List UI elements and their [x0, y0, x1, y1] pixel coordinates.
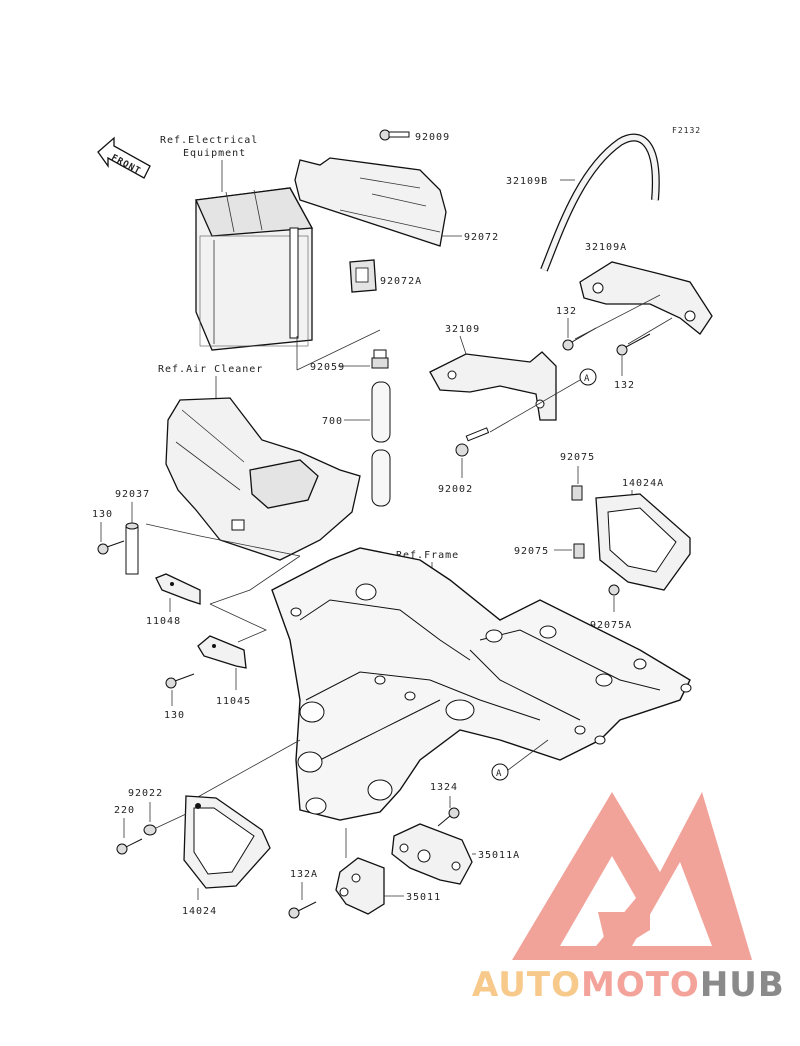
grommet-92075-mid: [573, 543, 585, 559]
watermark-hub: HUB: [700, 965, 785, 1005]
label-92072: 92072: [464, 232, 499, 243]
bolt-icon: [97, 540, 125, 555]
bracket-32109a: [579, 261, 713, 335]
ref-air-cleaner: Ref.Air Cleaner: [158, 364, 263, 375]
label-132-right: 132: [614, 380, 635, 391]
callout-a-top-label: A: [584, 374, 590, 384]
label-132a: 132A: [290, 869, 318, 880]
pad-92072a: [349, 259, 377, 293]
front-arrow-icon: [97, 136, 151, 179]
label-92002: 92002: [438, 484, 473, 495]
battery-bracket: [294, 157, 447, 247]
label-92072a: 92072A: [380, 276, 422, 287]
label-32109: 32109: [445, 324, 480, 335]
ref-electrical-line1: Ref.Electrical: [160, 135, 258, 146]
label-35011a: 35011A: [478, 850, 520, 861]
label-92075a: 92075A: [590, 620, 632, 631]
figure-code: F2132: [672, 126, 701, 135]
air-cleaner-box: [165, 397, 361, 561]
watermark-moto: MOTO: [581, 965, 700, 1005]
washer-92022: [143, 824, 157, 836]
bolt-icon: [616, 333, 651, 356]
watermark-auto: AUTO: [472, 965, 581, 1005]
side-cover-14024: [183, 795, 271, 889]
label-92075-mid: 92075: [514, 546, 549, 557]
bolt-icon: [379, 129, 410, 141]
bolt-icon: [288, 901, 317, 919]
label-32109a: 32109A: [585, 242, 627, 253]
label-11048: 11048: [146, 616, 181, 627]
nut-92075a: [608, 584, 620, 596]
bracket-11045: [197, 635, 247, 669]
grommet-92075-top: [571, 485, 583, 501]
strap-32109b: [540, 133, 660, 272]
callout-a-bottom-label: A: [496, 769, 502, 779]
motorcycle-frame: [271, 547, 692, 821]
bracket-32109: [429, 351, 557, 421]
watermark-logo: [512, 792, 752, 960]
label-220: 220: [114, 805, 135, 816]
bolt-icon: [165, 673, 195, 689]
callout-a-bottom: [491, 763, 509, 781]
label-700: 700: [322, 416, 343, 427]
label-92059: 92059: [310, 362, 345, 373]
fitting-92059: [371, 349, 389, 369]
label-92022: 92022: [128, 788, 163, 799]
label-92075-top: 92075: [560, 452, 595, 463]
label-92037: 92037: [115, 489, 150, 500]
watermark-text: AUTOMOTOHUB: [472, 965, 785, 1005]
cover-14024a: [595, 493, 691, 591]
label-130-top: 130: [92, 509, 113, 520]
bracket-11048: [155, 573, 201, 605]
bolt-icon: [437, 807, 460, 827]
callout-a-top: [579, 368, 597, 386]
hose-700: [371, 381, 391, 507]
ref-frame: Ref.Frame: [396, 550, 459, 561]
label-32109b: 32109B: [506, 176, 548, 187]
bolt-icon: [455, 427, 490, 457]
label-35011: 35011: [406, 892, 441, 903]
bolt-icon: [116, 838, 143, 855]
collar-92037: [125, 522, 139, 575]
label-14024: 14024: [182, 906, 217, 917]
battery: [195, 187, 314, 351]
label-11045: 11045: [216, 696, 251, 707]
label-132-left: 132: [556, 306, 577, 317]
label-14024a: 14024A: [622, 478, 664, 489]
ref-electrical-line2: Equipment: [183, 148, 246, 159]
mount-35011: [335, 857, 385, 915]
label-1324: 1324: [430, 782, 458, 793]
label-130-bottom: 130: [164, 710, 185, 721]
label-92009: 92009: [415, 132, 450, 143]
mount-35011a: [391, 823, 473, 885]
